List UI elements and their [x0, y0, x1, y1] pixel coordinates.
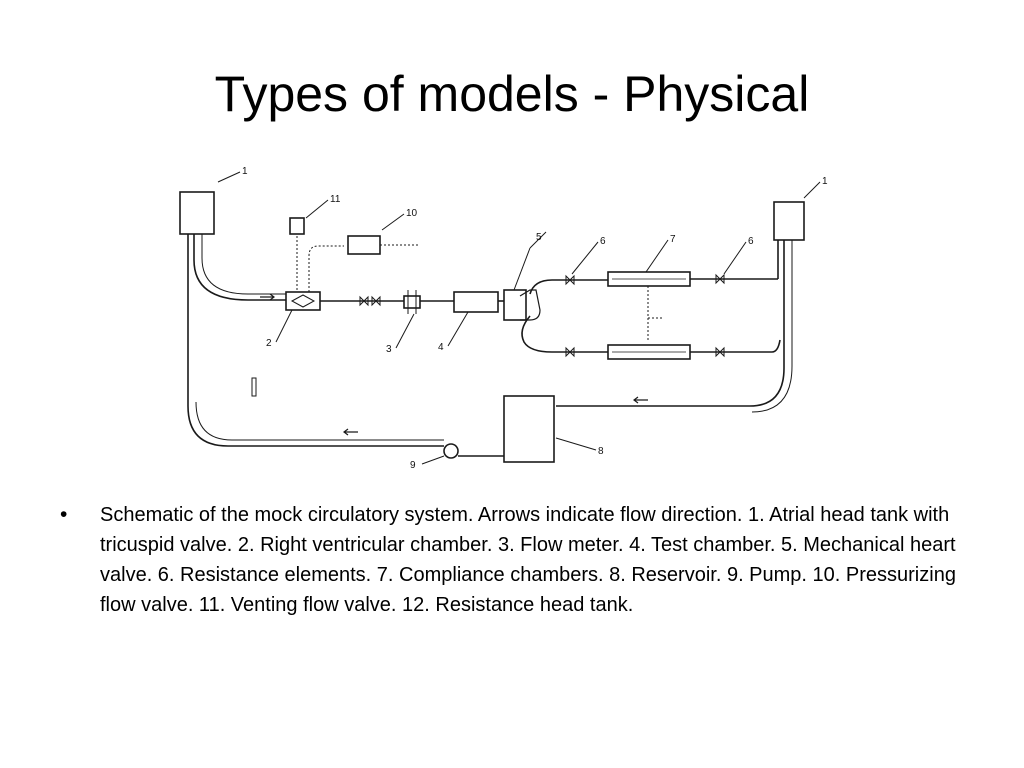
flow-meter	[403, 295, 421, 309]
label-6: 6	[600, 236, 606, 247]
venting-flow-valve	[289, 217, 305, 235]
atrial-head-tank	[179, 191, 215, 235]
resistance-head-tank	[773, 201, 805, 241]
lower-branch-tube	[521, 315, 608, 353]
label-9: 9	[410, 460, 416, 471]
label-1: 1	[242, 166, 248, 177]
slide-title: Types of models - Physical	[214, 66, 810, 122]
label-12: 12	[822, 176, 828, 187]
bullet-list: • Schematic of the mock circulatory syst…	[60, 500, 970, 620]
bullet-marker: •	[60, 503, 68, 526]
label-2: 2	[266, 338, 272, 349]
mock-circulatory-schematic: 1 2 3 4 5 6 7 6 8 9 10 11 12	[168, 160, 828, 480]
tube-pump-to-tank1	[187, 234, 444, 447]
bullet-text: Schematic of the mock circulatory system…	[100, 504, 956, 616]
reservoir	[503, 395, 555, 463]
upper-branch-tube	[529, 279, 608, 295]
test-chamber	[453, 291, 499, 313]
label-3: 3	[386, 344, 392, 355]
schematic-svg: 1 2 3 4 5 6 7 6 8 9 10 11 12	[179, 166, 828, 471]
bullet-item: • Schematic of the mock circulatory syst…	[60, 500, 970, 620]
label-4: 4	[438, 342, 444, 353]
label-11: 11	[330, 194, 341, 205]
pump	[443, 443, 459, 459]
label-7: 7	[670, 234, 676, 245]
tube-tank12-to-reservoir	[556, 240, 785, 407]
label-5: 5	[536, 232, 542, 243]
label-8: 8	[598, 446, 604, 457]
mechanical-heart-valve	[503, 289, 527, 321]
label-10: 10	[406, 208, 418, 219]
label-6b: 6	[748, 236, 754, 247]
tube-tank1-to-chamber2	[193, 234, 286, 301]
pressurizing-flow-valve	[347, 235, 381, 255]
